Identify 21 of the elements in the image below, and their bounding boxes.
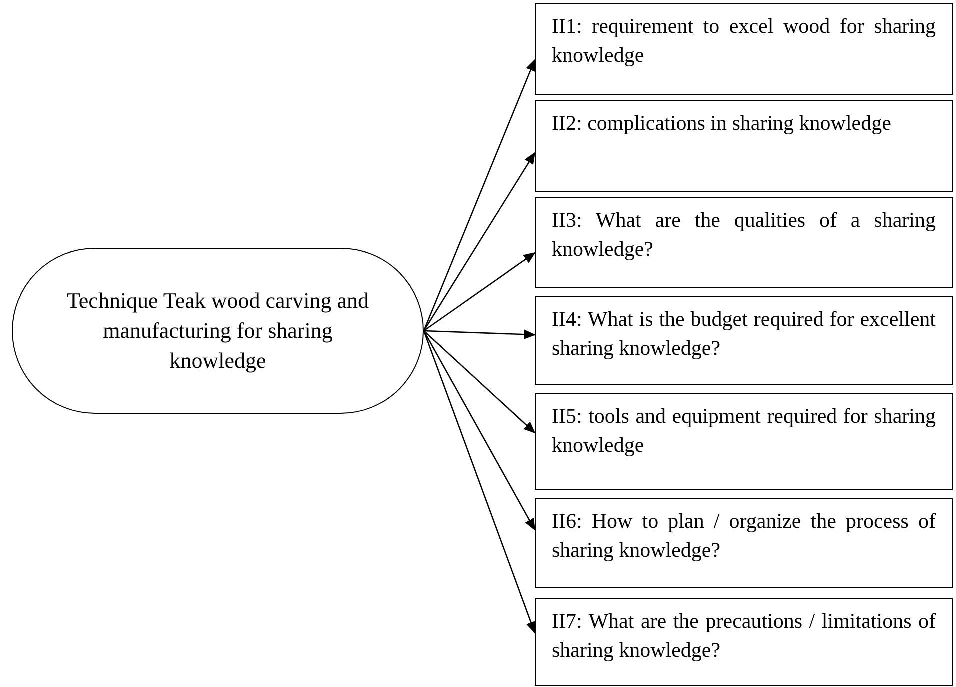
process-box bbox=[535, 3, 953, 95]
question-text: II7: What are the precautions / limitations of sharing knowledge? bbox=[552, 608, 936, 664]
question-text: II4: What is the budget required for excellent sharing knowledge? bbox=[552, 306, 936, 362]
process-box bbox=[535, 197, 953, 288]
arrow bbox=[424, 330, 536, 434]
process-box bbox=[535, 100, 953, 192]
arrow bbox=[423, 152, 536, 332]
process-box bbox=[535, 598, 953, 686]
question-text: II6: How to plan / organize the process of sharing knowledge? bbox=[552, 508, 936, 564]
question-text: II3: What are the qualities of a sharing knowledge? bbox=[552, 207, 936, 263]
process-box bbox=[535, 393, 953, 490]
arrow bbox=[423, 59, 536, 332]
question-text: II2: complications in sharing knowledge bbox=[552, 110, 892, 137]
arrow bbox=[423, 330, 536, 531]
question-text: II5: tools and equipment required for sharing knowledge bbox=[552, 403, 936, 459]
node-label: Technique Teak wood carving and manufacturing for sharing knowledge bbox=[66, 287, 370, 375]
process-box bbox=[535, 296, 953, 385]
arrow bbox=[424, 330, 536, 340]
process-box bbox=[535, 498, 953, 588]
question-text: II1: requirement to excel wood for sharing knowledge bbox=[552, 13, 936, 69]
arrow bbox=[424, 252, 536, 332]
